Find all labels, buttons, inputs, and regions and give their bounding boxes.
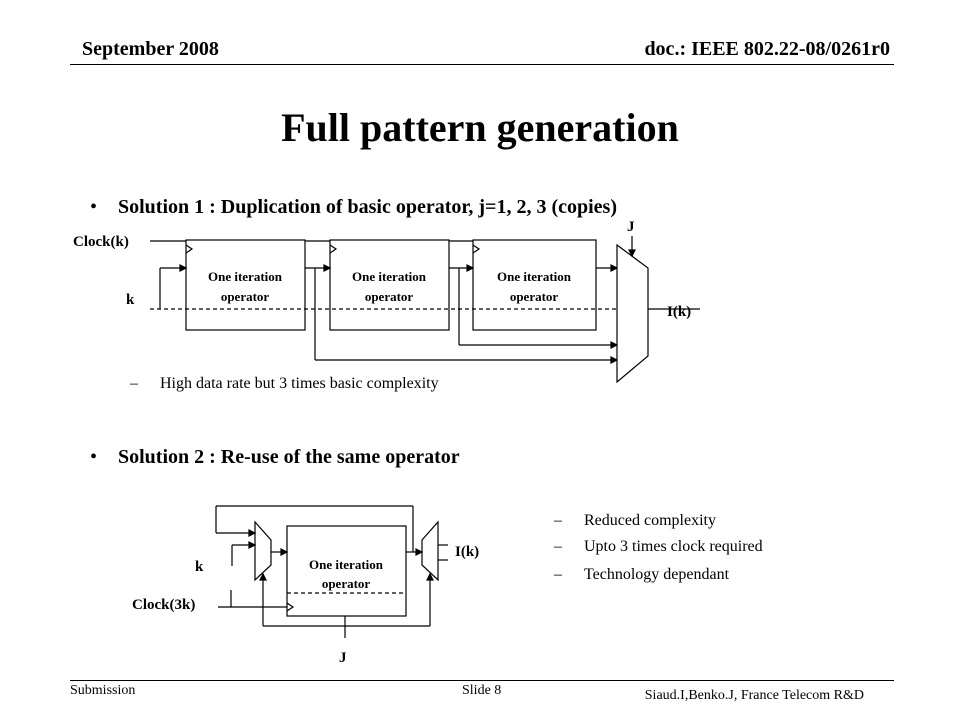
- operator-block-3: [472, 239, 597, 331]
- reuse-clock-label: Clock(3k): [132, 597, 195, 613]
- reuse-block-line2: operator: [322, 576, 371, 591]
- header-doc-id: doc.: IEEE 802.22-08/0261r0: [644, 38, 890, 60]
- solution1-sub-bullet: High data rate but 3 times basic complex…: [160, 375, 439, 392]
- reuse-input-k-label: k: [195, 559, 204, 575]
- operator-block-2: [329, 239, 450, 331]
- solution2-sub-bullet-1: Reduced complexity: [584, 512, 716, 529]
- solution2-sub-bullet-2: Upto 3 times clock required: [584, 538, 763, 555]
- block-1-line1: One iteration: [208, 269, 283, 284]
- header-rule: [70, 64, 894, 65]
- sub-bullet-dash-2: –: [554, 512, 562, 529]
- footer-submission: Submission: [70, 683, 136, 698]
- block-1-line2: operator: [221, 289, 270, 304]
- footer-slide-number: Slide 8: [462, 683, 502, 698]
- sub-bullet-dash-1: –: [130, 375, 138, 392]
- select-j-label: J: [627, 219, 635, 235]
- output-label: I(k): [667, 304, 691, 320]
- clock-label: Clock(k): [73, 234, 129, 250]
- sub-bullet-dash-3: –: [554, 538, 562, 555]
- reuse-select-j-label: J: [339, 650, 347, 666]
- solution1-bullet: Solution 1 : Duplication of basic operat…: [118, 196, 617, 218]
- input-multiplexer: [254, 520, 272, 582]
- footer-authors: Siaud.I,Benko.J, France Telecom R&D: [644, 688, 864, 703]
- multiplexer-1: [616, 243, 649, 384]
- solution2-sub-bullet-3: Technology dependant: [584, 566, 730, 583]
- slide-title: Full pattern generation: [281, 105, 679, 150]
- bullet-dot-1: •: [90, 196, 98, 218]
- operator-block-reuse: [286, 525, 407, 617]
- sub-bullet-dash-4: –: [554, 566, 562, 583]
- output-multiplexer: [421, 520, 439, 582]
- bullet-dot-2: •: [90, 446, 98, 468]
- input-k-label: k: [126, 292, 135, 308]
- block-2-line1: One iteration: [352, 269, 427, 284]
- block-3-line1: One iteration: [497, 269, 572, 284]
- footer-rule: [70, 680, 894, 681]
- reuse-output-label: I(k): [455, 544, 479, 560]
- header-date: September 2008: [82, 38, 219, 60]
- solution2-bullet: Solution 2 : Re-use of the same operator: [118, 446, 460, 468]
- block-3-line2: operator: [510, 289, 559, 304]
- operator-block-1: [185, 239, 306, 331]
- reuse-block-line1: One iteration: [309, 557, 384, 572]
- block-2-line2: operator: [365, 289, 414, 304]
